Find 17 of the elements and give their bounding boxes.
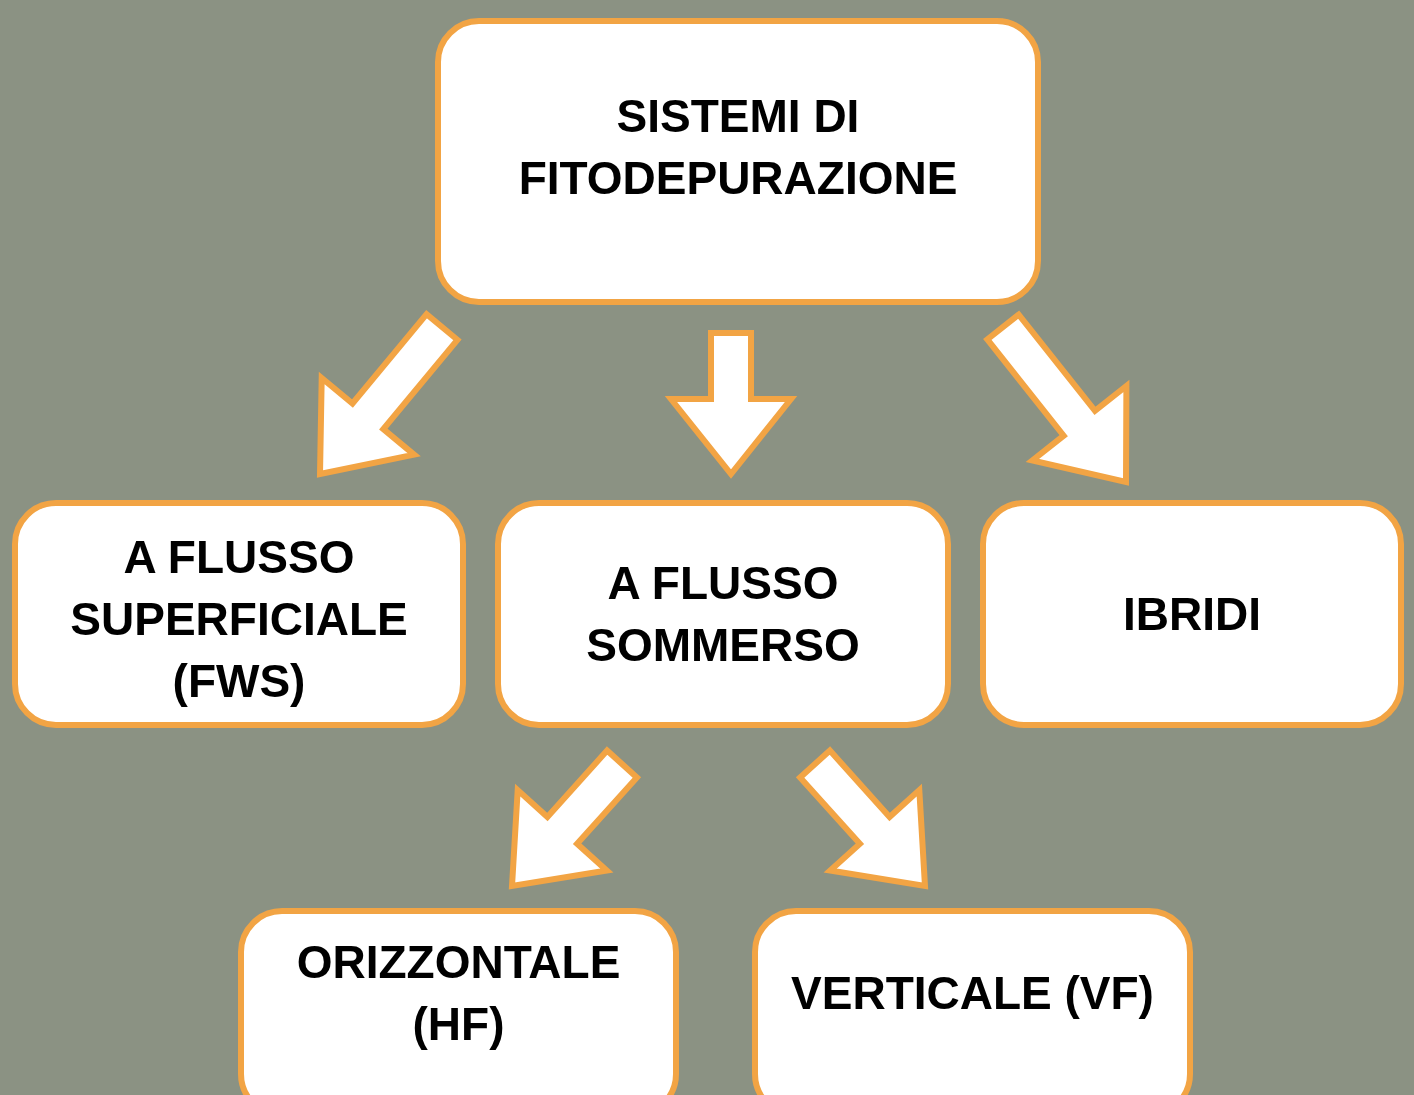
block-arrow [983, 310, 1130, 486]
block-arrow [664, 330, 798, 479]
rounded-box [980, 500, 1404, 728]
block-arrow [508, 746, 642, 890]
box-label: ORIZZONTALE (HF) [295, 935, 622, 1052]
rounded-box [495, 500, 951, 728]
block-arrow [316, 309, 462, 478]
box-label: A FLUSSO SUPERFICIALE (FWS) [69, 530, 409, 709]
box-label: A FLUSSO SOMMERSO [585, 556, 861, 673]
box-label: VERTICALE (VF) [791, 966, 1154, 1021]
box-label: SISTEMI DI FITODEPURAZIONE [517, 88, 959, 206]
rounded-box [238, 908, 679, 1095]
rounded-box [12, 500, 466, 728]
rounded-box [752, 908, 1193, 1095]
block-arrow [795, 746, 929, 890]
box-label: IBRIDI [1123, 587, 1261, 642]
rounded-box [435, 18, 1041, 305]
